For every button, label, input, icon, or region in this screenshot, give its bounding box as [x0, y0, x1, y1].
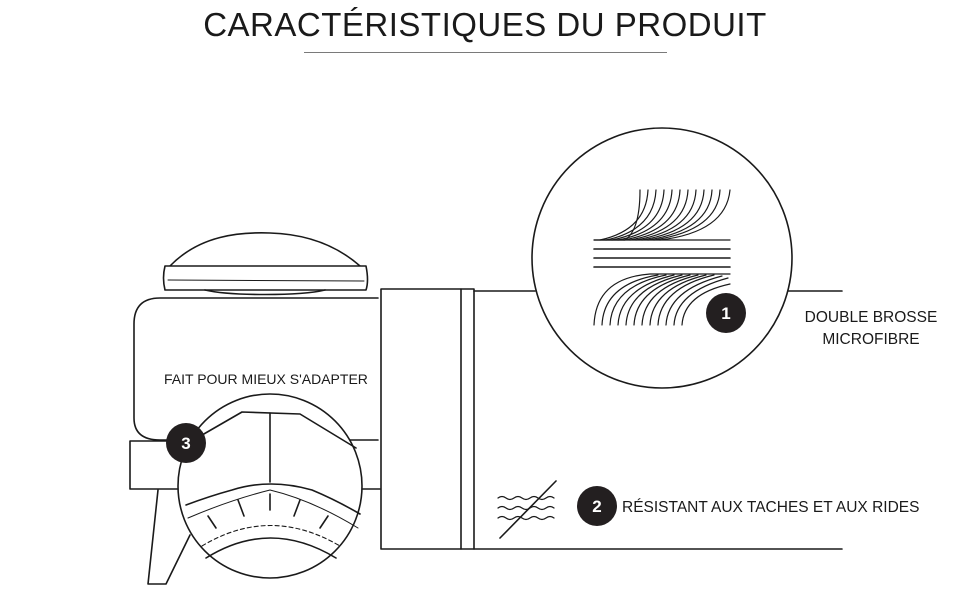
badge-1-number: 1	[721, 304, 730, 323]
fitted-corner-icon	[177, 393, 363, 579]
feature-1-label: DOUBLE BROSSE MICROFIBRE	[790, 307, 952, 351]
page-title: CARACTÉRISTIQUES DU PRODUIT	[203, 6, 767, 43]
badge-1: 1	[706, 293, 746, 333]
badge-2-number: 2	[592, 497, 601, 516]
badge-3: 3	[166, 423, 206, 463]
feature-1-label-line1: DOUBLE BROSSE	[804, 309, 938, 326]
mattress-front-panel	[380, 288, 475, 550]
pillow-icon	[162, 232, 369, 296]
feature-2-label: RÉSISTANT AUX TACHES ET AUX RIDES	[622, 499, 920, 516]
badge-2: 2	[577, 486, 617, 526]
feature-3-label: FAIT POUR MIEUX S'ADAPTER	[164, 371, 368, 387]
microfibre-brush-icon	[531, 127, 793, 389]
bed-leg	[147, 489, 191, 585]
title-underline	[304, 52, 667, 53]
badge-3-number: 3	[181, 434, 190, 453]
feature-1-label-line2: MICROFIBRE	[822, 331, 920, 348]
mattress-body	[133, 297, 379, 441]
no-wrinkle-icon	[497, 480, 557, 539]
